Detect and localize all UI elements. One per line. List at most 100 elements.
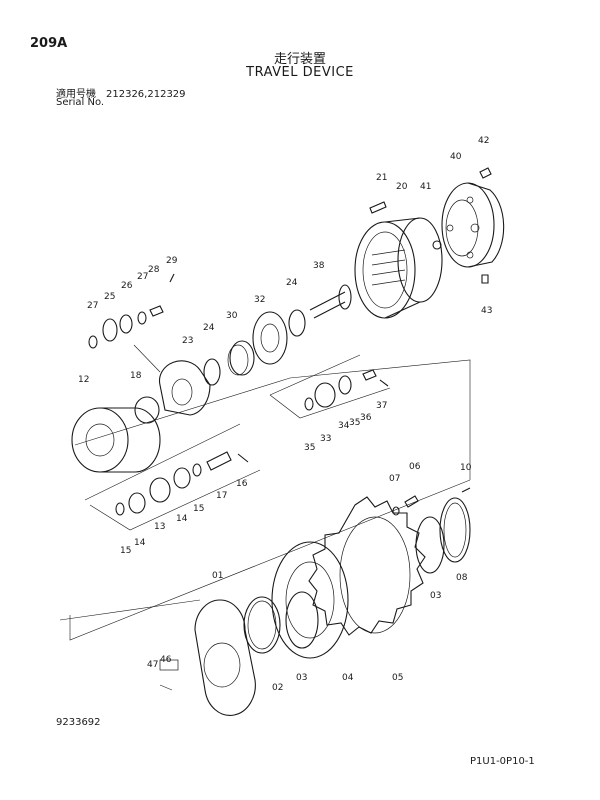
callout-36: 36 (360, 413, 372, 423)
drawing-number: 9233692 (56, 717, 101, 728)
callout-03a: 03 (296, 673, 307, 683)
callout-24: 24 (286, 278, 298, 288)
part-group-second-stage (71, 369, 389, 516)
callout-08: 08 (456, 573, 468, 583)
part-pin-29[interactable] (169, 273, 175, 283)
part-washer-27b[interactable] (88, 335, 98, 349)
part-gear-33[interactable] (314, 382, 336, 408)
part-carrier-2[interactable] (158, 360, 211, 416)
part-pin-37[interactable] (379, 379, 389, 387)
part-washer-07[interactable] (392, 506, 400, 516)
part-bearing-03b[interactable] (415, 516, 445, 574)
callout-28: 28 (148, 265, 160, 275)
callout-21: 21 (376, 173, 387, 183)
part-bolt-10[interactable] (461, 487, 471, 493)
page-code: P1U1-0P10-1 (470, 756, 535, 767)
callout-06: 06 (409, 462, 421, 472)
callout-05: 05 (392, 673, 403, 683)
part-gear-25[interactable] (102, 318, 118, 342)
callout-01: 01 (212, 571, 223, 581)
part-carrier[interactable] (252, 311, 288, 365)
part-washer-15[interactable] (192, 463, 202, 477)
callout-23: 23 (182, 336, 193, 346)
part-bearing-34[interactable] (338, 375, 352, 395)
part-ring-gear[interactable] (354, 221, 416, 319)
part-thrust-washer[interactable] (203, 358, 221, 386)
part-seal-08[interactable] (439, 497, 471, 563)
part-washer-27[interactable] (137, 311, 147, 325)
leader-lines (59, 344, 471, 691)
callout-42: 42 (478, 136, 489, 146)
part-group-hub-cover (432, 167, 505, 284)
part-washer-15b[interactable] (115, 502, 125, 516)
part-washer-35[interactable] (304, 397, 314, 411)
callout-14b: 14 (134, 538, 146, 548)
callout-47: 47 (147, 660, 158, 670)
part-floating-seal[interactable] (243, 596, 281, 654)
callout-32: 32 (254, 295, 265, 305)
callout-07: 07 (389, 474, 400, 484)
part-planet-gear[interactable] (229, 340, 255, 376)
callout-33: 33 (320, 434, 331, 444)
part-pin-28[interactable] (149, 305, 164, 317)
part-group-first-stage (88, 273, 352, 424)
page-title-english: TRAVEL DEVICE (246, 65, 354, 80)
callout-30: 30 (226, 311, 238, 321)
callout-27: 27 (137, 272, 148, 282)
page-number: 209A (30, 36, 68, 51)
part-shaft-17[interactable] (206, 451, 232, 471)
callout-27b: 27 (87, 301, 98, 311)
callout-02: 02 (272, 683, 283, 693)
callout-25: 25 (104, 292, 115, 302)
callout-35: 35 (349, 418, 360, 428)
part-propeller-shaft[interactable] (338, 284, 352, 310)
part-port-46[interactable] (159, 659, 179, 671)
part-pin-36[interactable] (362, 369, 377, 381)
callout-15b: 15 (120, 546, 131, 556)
part-thrust-plate[interactable] (288, 309, 306, 337)
part-sprocket[interactable] (308, 496, 426, 636)
callout-46: 46 (160, 655, 172, 665)
callout-13: 13 (154, 522, 165, 532)
part-bolt-21[interactable] (369, 201, 387, 214)
callout-17: 17 (216, 491, 227, 501)
part-group-motor-sprocket (159, 487, 471, 716)
serial-label-english: Serial No. (56, 97, 105, 108)
callout-40: 40 (450, 152, 462, 162)
callout-03: 03 (430, 591, 441, 601)
callout-18: 18 (130, 371, 142, 381)
part-housing[interactable] (71, 407, 129, 473)
part-hub[interactable] (271, 541, 349, 659)
part-bearing-14b[interactable] (128, 492, 146, 514)
callout-labels: 42 40 21 20 41 29 28 27 26 25 27 38 24 3… (78, 136, 492, 693)
callout-37: 37 (376, 401, 387, 411)
callout-26: 26 (121, 281, 133, 291)
part-bearing-14[interactable] (173, 467, 191, 489)
callout-04: 04 (342, 673, 354, 683)
part-travel-motor[interactable] (194, 599, 256, 716)
callout-43: 43 (481, 306, 492, 316)
callout-20: 20 (396, 182, 408, 192)
part-bearing-26[interactable] (119, 314, 133, 334)
callout-35b: 35 (304, 443, 315, 453)
callout-14: 14 (176, 514, 188, 524)
part-bearing-03[interactable] (285, 591, 319, 649)
callout-15: 15 (193, 504, 204, 514)
part-bolt-42[interactable] (479, 167, 492, 179)
callout-38: 38 (313, 261, 325, 271)
callout-41: 41 (420, 182, 431, 192)
part-group-ring-gear (354, 201, 443, 319)
callout-34: 34 (338, 421, 350, 431)
callout-10: 10 (460, 463, 472, 473)
part-plug-43[interactable] (481, 274, 489, 284)
part-gear-13[interactable] (149, 477, 171, 503)
part-pin-16[interactable] (237, 453, 249, 463)
serial-label-japanese: 適用号機 212326,212329 (56, 89, 186, 100)
callout-12: 12 (78, 375, 89, 385)
callout-24b: 24 (203, 323, 215, 333)
part-needle-bearing[interactable] (134, 396, 160, 424)
callout-16: 16 (236, 479, 248, 489)
page-title-japanese: 走行装置 (273, 52, 326, 67)
callout-29: 29 (166, 256, 178, 266)
